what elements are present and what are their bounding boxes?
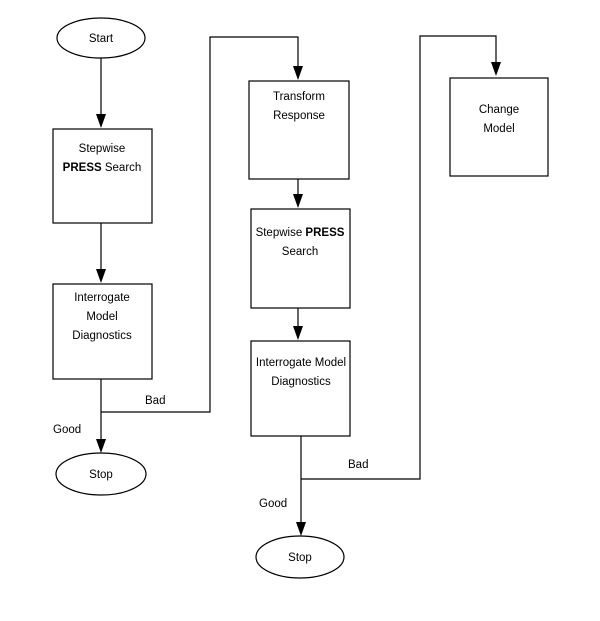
- search2-label-stepwise: Stepwise: [256, 227, 306, 239]
- transform-label-line2: Response: [273, 110, 325, 122]
- arrowhead-stop-2: [296, 522, 306, 536]
- arrowhead-stop-1: [96, 439, 106, 453]
- edge-bad-to-transform: [101, 36, 299, 413]
- good-label-1: Good: [53, 424, 81, 436]
- stepwise-press-search-node: Stepwise PRESS Search: [52, 128, 153, 224]
- connectors: [96, 35, 501, 536]
- search-label-search: Search: [102, 162, 142, 174]
- search2-label-line1: Stepwise PRESS: [256, 227, 345, 239]
- diagnostics2-label-line2: Diagnostics: [271, 376, 331, 388]
- search-label-line2: PRESS Search: [63, 162, 142, 174]
- stepwise-press-search-node-2: Stepwise PRESS Search: [250, 208, 351, 309]
- change-label-line1: Change: [479, 104, 519, 116]
- arrowhead-diagnostics: [96, 269, 106, 283]
- search2-label-line2: Search: [282, 246, 318, 258]
- change-label-line2: Model: [483, 123, 514, 135]
- good-label-2: Good: [259, 498, 287, 510]
- diagnostics-label-line3: Diagnostics: [72, 330, 132, 342]
- stop-node-2: Stop: [255, 535, 345, 579]
- interrogate-diagnostics-node-2: Interrogate Model Diagnostics: [250, 340, 351, 437]
- arrowhead-transform: [293, 66, 303, 80]
- transform-response-node: Transform Response: [248, 80, 350, 180]
- search2-label-press: PRESS: [305, 227, 344, 239]
- bad-label-1: Bad: [145, 395, 165, 407]
- diagnostics-label-line1: Interrogate: [74, 292, 130, 304]
- arrowhead-search: [96, 114, 106, 128]
- arrowhead-change-model: [491, 62, 501, 76]
- bad-label-2: Bad: [348, 459, 368, 471]
- arrowhead-search-2: [293, 194, 303, 208]
- search-label-press: PRESS: [63, 162, 102, 174]
- diagnostics2-label-line1: Interrogate Model: [256, 357, 346, 369]
- transform-label-line1: Transform: [273, 91, 325, 103]
- search-label-line1: Stepwise: [79, 143, 126, 155]
- change-model-node: Change Model: [449, 77, 549, 177]
- start-node: Start: [56, 17, 146, 59]
- interrogate-diagnostics-node: Interrogate Model Diagnostics: [52, 283, 153, 380]
- stop-label-1: Stop: [89, 469, 113, 481]
- edge-bad-to-change-model: [301, 35, 497, 480]
- start-label: Start: [89, 33, 114, 45]
- stop-node-1: Stop: [55, 452, 147, 496]
- stop-label-2: Stop: [288, 552, 312, 564]
- arrowhead-diagnostics-2: [293, 326, 303, 340]
- diagnostics-label-line2: Model: [86, 311, 117, 323]
